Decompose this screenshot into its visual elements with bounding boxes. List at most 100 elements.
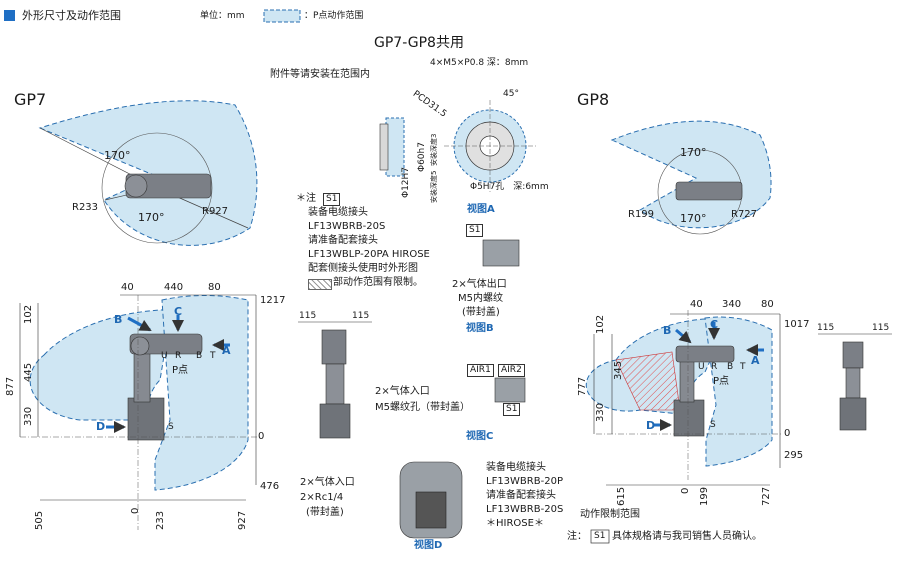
view-c-title: 视图C — [466, 431, 494, 442]
shared-title: GP7-GP8共用 — [374, 35, 464, 51]
gp8-restrict-label: 动作限制范围 — [580, 509, 640, 520]
view-b-air-out: 2×气体出口 — [452, 279, 507, 290]
note-line3: 请准备配套接头 — [308, 235, 378, 246]
gp7-axis-b: B — [114, 313, 123, 326]
gp7-dim-877: 877 — [5, 376, 16, 396]
gp8-axis-u: U — [698, 362, 705, 372]
gp7-dim-0-right: 0 — [258, 431, 265, 442]
gp8-p-point: P点 — [713, 376, 730, 387]
gp7-axis-d: D — [96, 420, 106, 433]
gp8-r-outer: R727 — [731, 209, 758, 220]
view-d-c3: 请准备配套接头 — [486, 490, 556, 501]
gp7-angle-bottom: 170° — [138, 211, 165, 224]
gp7-dim-445: 445 — [23, 362, 34, 382]
gp8-angle-top: 170° — [680, 146, 707, 159]
note-line2: LF13WBRB-20S — [308, 221, 386, 232]
view-c-air1: AIR1 — [467, 364, 494, 377]
gp8-dim-0-bottom: 0 — [680, 487, 691, 494]
gp7-axis-u: U — [161, 351, 168, 361]
gp8-axis-s: S — [710, 420, 716, 430]
section-title: 外形尺寸及动作范围 — [22, 9, 121, 22]
gp8-axis-r: R — [711, 362, 718, 372]
gp8-front-view — [818, 333, 892, 431]
note-line6: 部动作范围有限制。 — [333, 277, 423, 288]
view-b-thread: M5内螺纹 — [458, 293, 503, 304]
note-line5: 配套侧接头使用时外形图 — [308, 263, 418, 274]
flange-d60: Φ60h7 — [417, 142, 427, 172]
gp8-dim-340: 340 — [722, 299, 742, 310]
gp7-top-view — [38, 100, 258, 246]
gp8-side-view — [585, 310, 782, 486]
view-b-cap: (带封盖) — [462, 307, 500, 318]
flange-view-a — [379, 100, 536, 192]
gp7-p-point: P点 — [172, 365, 189, 376]
note-line1: 装备电缆接头 — [308, 207, 368, 218]
gp8-side-115b: 115 — [872, 323, 890, 333]
note-s1: S1 — [323, 193, 341, 206]
footer-s1: S1 — [594, 531, 606, 541]
gp8-axis-t: T — [740, 362, 746, 372]
gp8-dim-1017: 1017 — [784, 319, 810, 330]
view-d-title: 视图D — [414, 540, 443, 551]
flange-hole: Φ5H7孔 深:6mm — [470, 182, 549, 192]
gp7-side-115a: 115 — [299, 311, 317, 321]
view-a-title: 视图A — [467, 204, 495, 215]
gp7-label: GP7 — [14, 90, 47, 109]
flange-attach-note: 附件等请安装在范围内 — [270, 69, 370, 80]
flange-depth3: 安装深度3 — [430, 133, 438, 166]
unit-label: 单位：mm — [200, 11, 245, 21]
view-d-c5: ＊HIROSE＊ — [486, 518, 544, 529]
footer-text: 具体规格请与我司销售人员确认。 — [612, 531, 762, 542]
view-c-s1: S1 — [503, 403, 521, 416]
gp7-axis-r: R — [175, 351, 182, 361]
gp8-dim-199: 199 — [699, 486, 710, 506]
gp8-dim-0-right: 0 — [784, 428, 791, 439]
gp7-axis-c: C — [174, 305, 183, 318]
gp8-side-115a: 115 — [817, 323, 835, 333]
view-d-c2: LF13WBRB-20P — [486, 476, 563, 487]
gp7-dim-233: 233 — [155, 510, 166, 530]
gp8-dim-777: 777 — [577, 376, 588, 396]
gp7-angle-top: 170° — [104, 149, 131, 162]
flange-depth5: 安装深度5 — [430, 170, 438, 203]
gp7-dim-40: 40 — [121, 282, 134, 293]
gp8-dim-345: 345 — [613, 360, 624, 380]
view-d-rc: 2×Rc1/4 — [300, 492, 344, 503]
gp8-dim-330: 330 — [595, 402, 606, 422]
gp8-angle-bottom: 170° — [680, 212, 707, 225]
gp7-dim-102: 102 — [23, 304, 34, 324]
gp8-dim-295: 295 — [784, 450, 804, 461]
view-d-air-in: 2×气体入口 — [300, 477, 355, 488]
gp8-label: GP8 — [577, 90, 610, 109]
gp8-dim-727: 727 — [761, 486, 772, 506]
gp7-dim-1217: 1217 — [260, 295, 286, 306]
gp7-dim-80: 80 — [208, 282, 221, 293]
flange-angle: 45° — [503, 89, 519, 99]
gp7-axis-b2: B — [196, 351, 203, 361]
gp7-dim-0-bottom: 0 — [130, 507, 141, 514]
view-d-c4: LF13WBRB-20S — [486, 504, 564, 515]
view-c-air2: AIR2 — [498, 364, 525, 377]
view-d-cap: (带封盖) — [306, 507, 344, 518]
gp8-r-inner: R199 — [628, 209, 655, 220]
view-b-s1: S1 — [466, 224, 484, 237]
note-star: ＊注 — [296, 193, 316, 204]
legend-label: ：P点动作范围 — [304, 11, 364, 21]
gp8-dim-102: 102 — [595, 314, 606, 334]
footer-prefix: 注： — [567, 531, 587, 542]
gp7-dim-330: 330 — [23, 406, 34, 426]
note-hatch-swatch — [308, 279, 332, 290]
gp7-axis-s: S — [168, 422, 174, 432]
view-c-thread: M5螺纹孔（带封盖） — [375, 402, 470, 413]
gp8-axis-b: B — [663, 324, 672, 337]
view-c-panel — [494, 377, 526, 403]
gp7-dim-440: 440 — [164, 282, 184, 293]
gp7-r-inner: R233 — [72, 202, 99, 213]
section-marker-icon — [4, 10, 15, 21]
view-d-c1: 装备电缆接头 — [486, 462, 546, 473]
gp8-top-view — [610, 120, 772, 235]
view-b-panel — [482, 239, 520, 267]
gp7-front-view — [298, 321, 372, 439]
